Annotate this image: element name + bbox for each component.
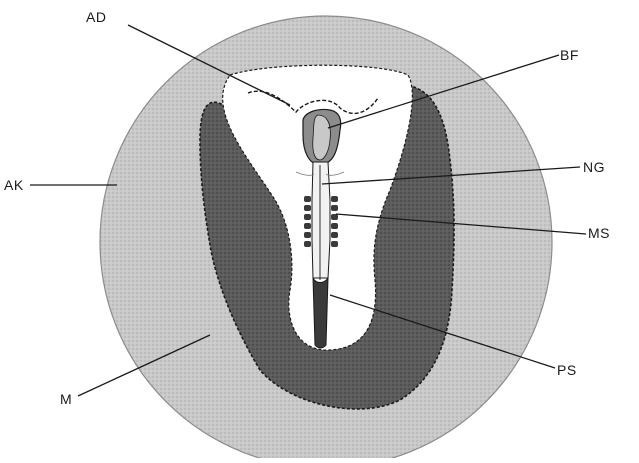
neural-groove: [312, 162, 330, 278]
label-ng: NG: [583, 160, 605, 174]
somite: [331, 223, 338, 229]
somite: [331, 214, 338, 220]
somite: [304, 214, 311, 220]
somite: [331, 196, 338, 202]
somite: [304, 196, 311, 202]
somite: [304, 223, 311, 229]
label-bf: BF: [560, 48, 579, 62]
somite: [331, 232, 338, 238]
somite: [304, 241, 311, 247]
label-ms: MS: [588, 226, 610, 240]
label-ad: AD: [86, 10, 106, 24]
somite: [331, 241, 338, 247]
label-ps: PS: [557, 363, 577, 377]
somite: [304, 232, 311, 238]
primitive-streak: [313, 278, 328, 348]
somite: [304, 205, 311, 211]
label-m: M: [60, 392, 72, 406]
label-ak: AK: [4, 178, 24, 192]
somite: [331, 205, 338, 211]
